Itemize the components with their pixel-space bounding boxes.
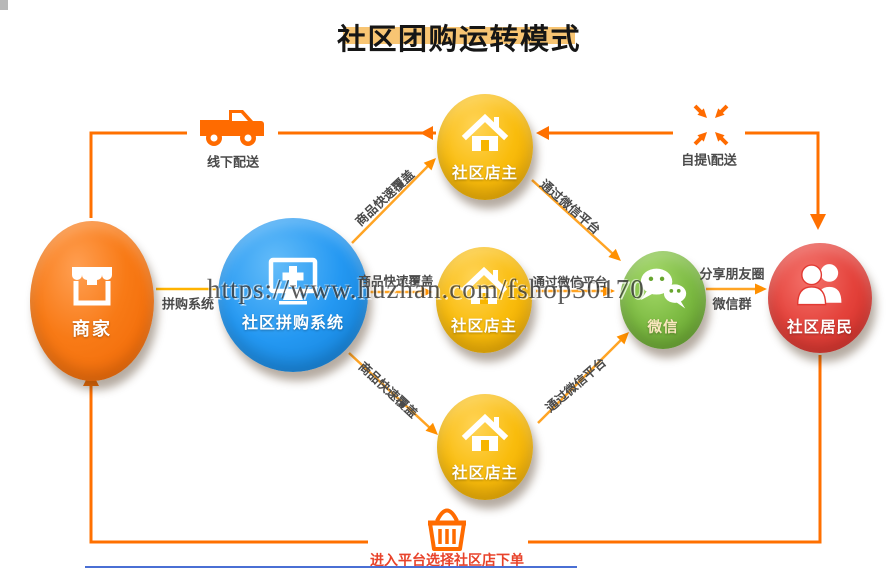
watermark-text: https://www.huzhan.com/fshop30170 (207, 274, 645, 304)
house-icon (460, 266, 508, 304)
shopping-basket-icon (423, 504, 471, 559)
house-icon (461, 413, 509, 451)
residents-label: 社区居民 (786, 319, 853, 336)
people-icon (796, 264, 842, 306)
monitor-plus-icon (268, 257, 318, 305)
store-owner-label: 社区店主 (451, 165, 518, 182)
merchant-label: 商家 (72, 319, 112, 339)
via-wechat-label-middle: 通过微信平台 (532, 275, 608, 290)
self-pickup-label: 自提\配送 (681, 152, 737, 168)
share-moments-label: 分享朋友圈 (699, 266, 765, 282)
storefront-icon (72, 267, 112, 306)
wechat-groups-label: 微信群 (712, 296, 752, 312)
title-highlight-bar (343, 27, 575, 44)
wechat-icon (640, 268, 687, 308)
converging-arrows-icon (691, 104, 731, 151)
merchant-node: 商家 (30, 221, 154, 381)
store-owner-label: 社区店主 (450, 318, 517, 335)
bottom-blue-line (85, 566, 577, 568)
store-owner-node-bottom: 社区店主 (437, 394, 533, 500)
corner-mark (0, 0, 8, 10)
group-system-label: 拼购系统 (161, 296, 215, 312)
delivery-truck-icon (195, 100, 269, 157)
wechat-node: 微信 (620, 251, 706, 349)
order-cta-label: 进入平台选择社区店下单 (370, 552, 524, 568)
store-owner-node-top: 社区店主 (437, 94, 533, 200)
residents-node: 社区居民 (768, 243, 872, 353)
store-owner-label: 社区店主 (451, 465, 518, 482)
house-icon (461, 113, 509, 151)
group-buy-system-node: 社区拼购系统 (218, 218, 368, 372)
page-title: 社区团购运转模式 (336, 24, 582, 56)
fast-coverage-label-middle: 商品快速覆盖 (358, 274, 434, 289)
store-owner-node-middle: 社区店主 (436, 247, 532, 353)
system-label: 社区拼购系统 (241, 315, 344, 332)
offline-delivery-label: 线下配送 (206, 154, 260, 170)
wechat-label: 微信 (647, 319, 679, 336)
